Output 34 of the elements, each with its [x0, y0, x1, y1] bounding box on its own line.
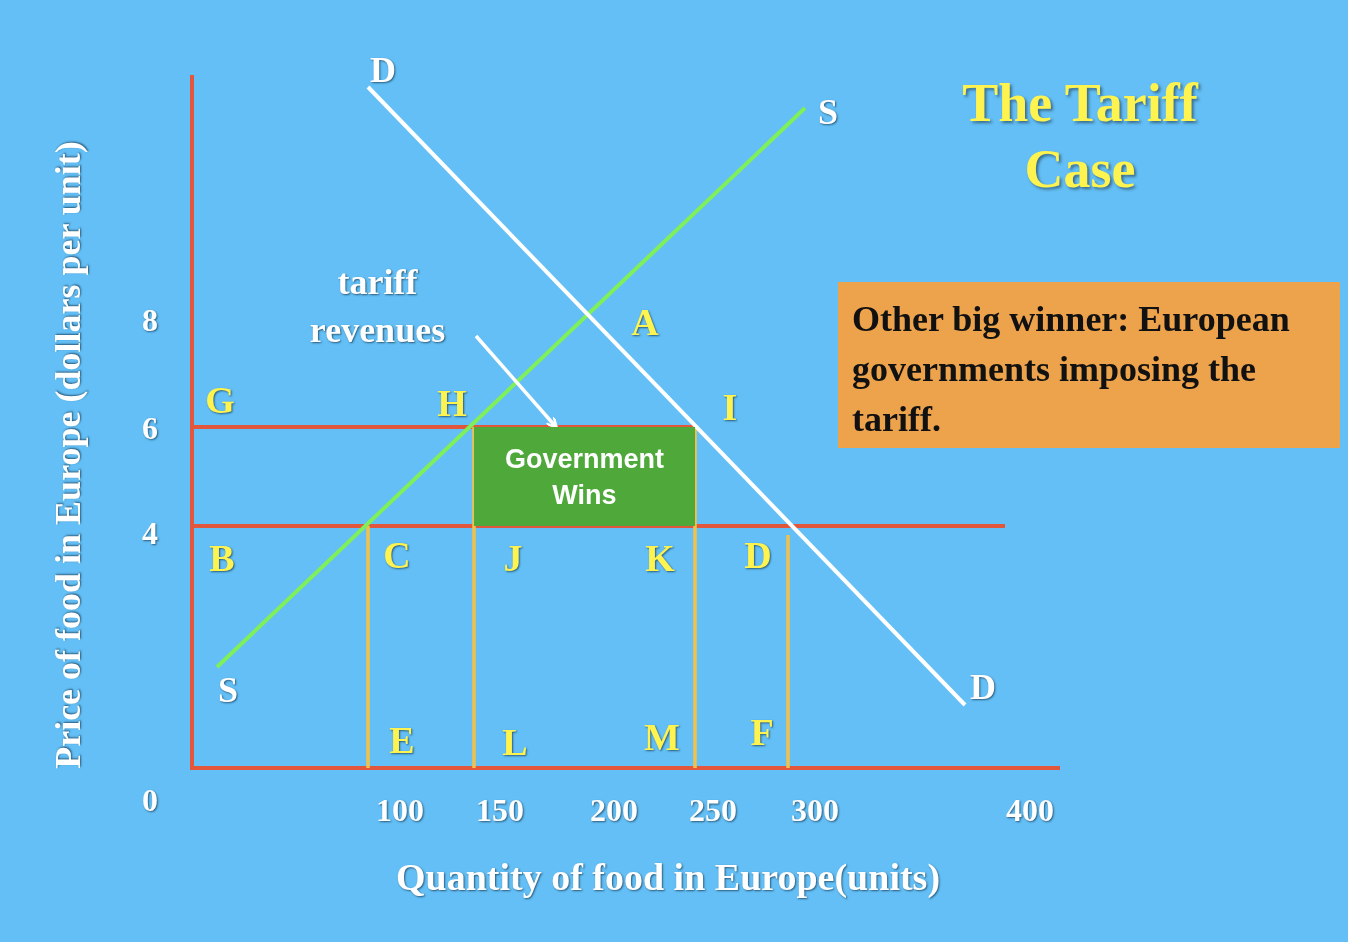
axis-tick-label: 8 — [142, 304, 158, 336]
point-label: I — [722, 388, 738, 426]
axis-tick-label: 100 — [376, 794, 424, 826]
axis-tick-label: 400 — [1006, 794, 1054, 826]
point-label: F — [750, 713, 774, 751]
curve-label: S — [218, 672, 238, 708]
axis-tick-label: 300 — [791, 794, 839, 826]
point-label: L — [502, 723, 528, 761]
point-label: D — [744, 536, 772, 574]
point-label: H — [437, 384, 467, 422]
axis-tick-label: 250 — [689, 794, 737, 826]
curve-label: D — [370, 52, 396, 88]
point-label: K — [645, 539, 675, 577]
axis-title: Quantity of food in Europe(units) — [395, 858, 941, 896]
axis-tick-label: 4 — [142, 517, 158, 549]
axis-tick-label: 200 — [590, 794, 638, 826]
arrow — [474, 334, 558, 429]
revenue-rectangle: Government Wins — [474, 427, 695, 526]
point-label: A — [631, 303, 659, 341]
title: The Tariff Case — [961, 72, 1200, 201]
point-label: M — [644, 718, 680, 756]
point-label: B — [209, 539, 235, 577]
annotation-text: tariff revenues — [280, 258, 475, 362]
point-label: J — [503, 539, 523, 577]
curve-label: D — [970, 669, 996, 705]
axis-tick-label: 150 — [476, 794, 524, 826]
point-label: G — [205, 381, 235, 419]
callout-box: Other big winner: European governments imposing the tariff. — [838, 282, 1340, 448]
axis-title: Price of food in Europe (dollars per unit) — [50, 141, 86, 769]
point-label: E — [389, 721, 415, 759]
axis-tick-label: 6 — [142, 412, 158, 444]
curve-label: S — [818, 94, 838, 130]
axis-tick-label: 0 — [142, 784, 158, 816]
point-label: C — [383, 536, 411, 574]
